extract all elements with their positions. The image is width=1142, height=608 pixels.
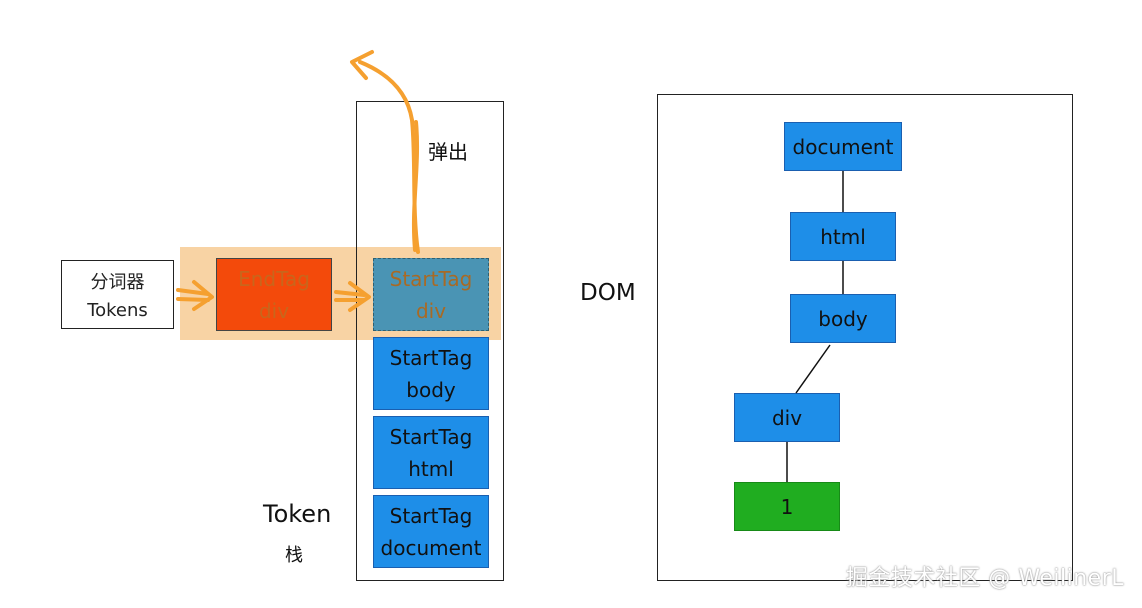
tokenizer-label: 分词器 xyxy=(90,272,145,293)
dom-node-document: document xyxy=(784,122,902,171)
dom-node-label: 1 xyxy=(780,494,794,519)
stack-item-body: StartTag body xyxy=(373,337,489,410)
stack-item-type: StartTag xyxy=(389,503,473,528)
stack-item-html: StartTag html xyxy=(373,416,489,489)
end-tag-token: EndTag div xyxy=(216,258,332,331)
dom-node-label: div xyxy=(771,405,803,430)
stack-item-type: StartTag xyxy=(389,266,473,291)
arrow-endtag-to-stack xyxy=(334,281,371,312)
dom-node-label: document xyxy=(792,134,894,159)
stack-item-type: StartTag xyxy=(389,424,473,449)
stack-item-document: StartTag document xyxy=(373,495,489,568)
dom-frame xyxy=(657,94,1073,581)
edge-body-div xyxy=(795,344,831,394)
dom-node-label: html xyxy=(820,224,866,249)
pop-arrow xyxy=(350,50,420,254)
stack-item-type: StartTag xyxy=(389,345,473,370)
stack-item-div: StartTag div xyxy=(373,258,489,331)
stack-item-tag: document xyxy=(380,535,482,560)
dom-label: DOM xyxy=(580,280,636,306)
watermark: 掘金技术社区 @ WeilinerL xyxy=(845,566,1124,591)
pop-label: 弹出 xyxy=(428,140,468,164)
stack-item-tag: html xyxy=(408,456,454,481)
dom-node-body: body xyxy=(790,294,896,343)
stack-caption-zhan: 栈 xyxy=(285,545,303,566)
dom-node-html: html xyxy=(790,212,896,261)
dom-node-text-1: 1 xyxy=(734,482,840,531)
tokenizer-box: 分词器 Tokens xyxy=(61,260,174,329)
tokenizer-tokens-label: Tokens xyxy=(87,300,148,321)
stack-caption: Token xyxy=(263,500,332,528)
dom-node-label: body xyxy=(818,306,868,331)
stack-item-tag: div xyxy=(415,298,447,323)
arrow-tokenizer-to-endtag xyxy=(176,280,214,311)
stack-item-tag: body xyxy=(406,377,456,402)
end-tag-type: EndTag xyxy=(238,266,310,291)
dom-node-div: div xyxy=(734,393,840,442)
token-stack-frame xyxy=(356,101,504,581)
end-tag-name: div xyxy=(258,298,290,323)
